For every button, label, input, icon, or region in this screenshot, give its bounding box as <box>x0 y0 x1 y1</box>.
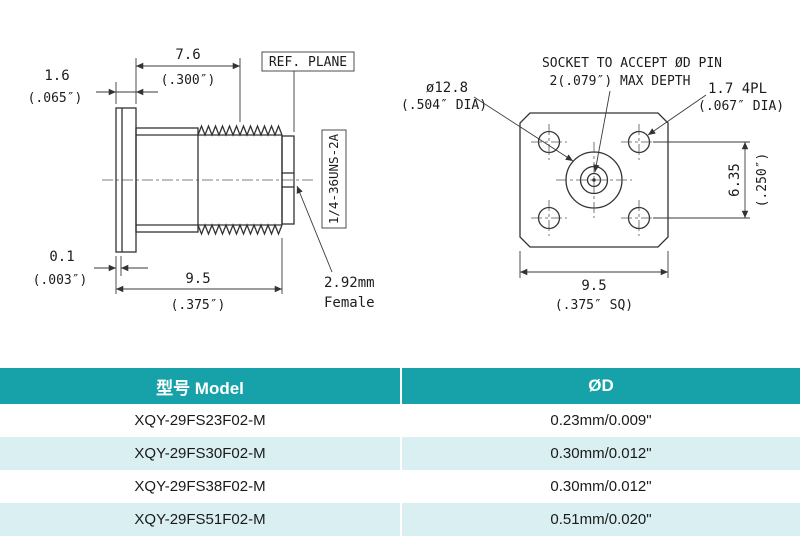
dim-9-5-side-inch-label: (.375″) <box>171 298 226 313</box>
dim-7-6-inch-label: (.300″) <box>161 73 216 88</box>
model-cell: XQY-29FS30F02-M <box>134 445 266 462</box>
boss-dia-inch-label: (.504″ DIA) <box>401 98 487 113</box>
table-header-model: 型号 Model <box>156 378 244 398</box>
diameter-cell: 0.30mm/0.012" <box>400 470 800 503</box>
table-row: XQY-29FS51F02-M 0.51mm/0.020" <box>0 503 800 536</box>
diameter-cell: 0.51mm/0.020" <box>400 503 800 536</box>
dim-1-6-inch-label: (.065″) <box>28 91 83 106</box>
front-view-drawing: SOCKET TO ACCEPT ØD PIN 2(.079″) MAX DEP… <box>401 56 784 313</box>
connector-gender-label: Female <box>324 295 375 311</box>
diameter-cell: 0.23mm/0.009" <box>400 404 800 437</box>
table-row: XQY-29FS38F02-M 0.30mm/0.012" <box>0 470 800 503</box>
table-row: XQY-29FS30F02-M 0.30mm/0.012" <box>0 437 800 470</box>
model-cell: XQY-29FS23F02-M <box>134 412 266 429</box>
boss-dia-label: ø12.8 <box>426 80 468 96</box>
dim-1-6-label: 1.6 <box>44 68 69 84</box>
table-header-row: 型号 Model ØD <box>0 368 800 404</box>
socket-note-line2: 2(.079″) MAX DEPTH <box>550 74 691 89</box>
dim-9-5-front-inch-label: (.375″ SQ) <box>555 298 633 313</box>
dim-9-5-side-label: 9.5 <box>185 271 210 287</box>
dim-6-35-label: 6.35 <box>727 163 743 197</box>
dim-7-6-label: 7.6 <box>175 47 200 63</box>
thread-spec-label: 1/4-36UNS-2A <box>326 133 341 224</box>
hole-dia-label: 1.7 4PL <box>708 81 767 97</box>
model-table: 型号 Model ØD XQY-29FS23F02-M 0.23mm/0.009… <box>0 368 800 536</box>
connector-size-label: 2.92mm <box>324 275 375 291</box>
ref-plane-label: REF. PLANE <box>269 55 347 70</box>
model-cell: XQY-29FS51F02-M <box>134 511 266 528</box>
diameter-cell: 0.30mm/0.012" <box>400 437 800 470</box>
dim-9-5-front-label: 9.5 <box>581 278 606 294</box>
dim-6-35-inch-label: (.250″) <box>755 153 770 208</box>
table-row: XQY-29FS23F02-M 0.23mm/0.009" <box>0 404 800 437</box>
table-header-diameter: ØD <box>400 368 800 404</box>
socket-note-line1: SOCKET TO ACCEPT ØD PIN <box>542 56 722 71</box>
model-cell: XQY-29FS38F02-M <box>134 478 266 495</box>
hole-dia-inch-label: (.067″ DIA) <box>698 99 784 114</box>
dim-0-1-inch-label: (.003″) <box>33 273 88 288</box>
dim-0-1-label: 0.1 <box>49 249 74 265</box>
technical-drawing: 7.6 (.300″) 1.6 (.065″) REF. PLANE 1/4-3… <box>28 47 784 313</box>
side-view-drawing: 7.6 (.300″) 1.6 (.065″) REF. PLANE 1/4-3… <box>28 47 375 313</box>
